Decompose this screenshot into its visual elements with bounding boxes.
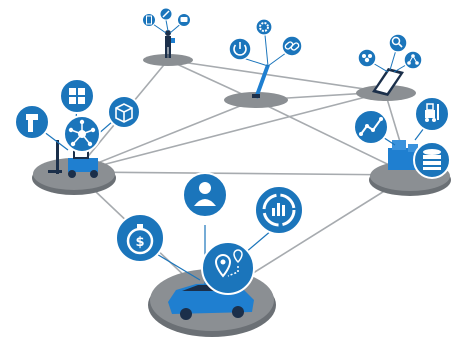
line-chart-icon (353, 109, 389, 145)
storage-rack (388, 140, 420, 170)
link-control-warehouse (254, 99, 411, 176)
cost-dollar-icon: $ (115, 213, 165, 263)
link-icon (281, 35, 303, 57)
team-icon (357, 48, 377, 68)
message-bubble-icon (177, 13, 191, 27)
control-pole (252, 64, 270, 99)
analytics-icon (254, 185, 304, 235)
link-forklift-warehouse (74, 171, 411, 176)
hub-warehouse (353, 96, 451, 196)
wrench-icon (159, 7, 173, 21)
svg-text:$: $ (135, 235, 144, 250)
platform (143, 54, 193, 66)
hub-control (224, 18, 303, 108)
forklift-icon (414, 96, 450, 132)
map-pin-route-icon (201, 241, 255, 295)
hub-worker (142, 7, 193, 66)
power-icon (228, 37, 252, 61)
scanner-gun-icon (14, 104, 50, 140)
tablet-device (372, 68, 404, 96)
link-worker-tablet (167, 59, 386, 93)
link-control-forklift (74, 99, 256, 173)
hub-car: $ (115, 172, 304, 337)
platform (224, 92, 288, 108)
tablet-icon (142, 13, 156, 27)
share-icon (403, 50, 423, 70)
user-icon (182, 172, 228, 218)
puzzle-icon (59, 78, 95, 114)
hub-forklift (14, 78, 141, 195)
search-icon (388, 33, 408, 53)
hub-tablet (356, 33, 423, 101)
database-icon (413, 141, 451, 179)
person-with-tablet (165, 30, 175, 58)
package-box-icon (107, 95, 141, 129)
link-tablet-forklift (74, 91, 386, 173)
settings-gear-icon (255, 18, 273, 36)
forklift-vehicle (48, 140, 98, 178)
network-nodes-icon (63, 115, 101, 153)
